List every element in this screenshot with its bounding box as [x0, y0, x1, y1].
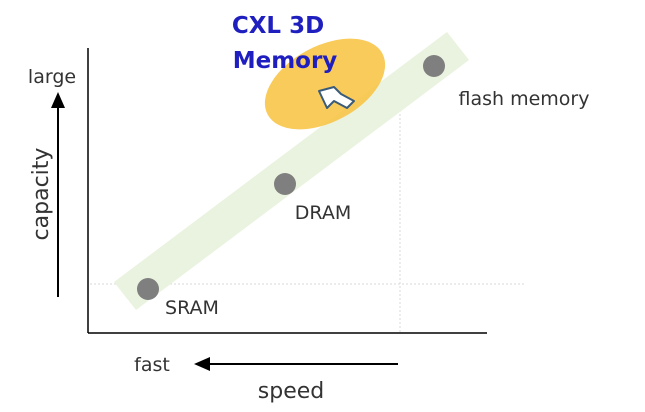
- x-axis-label: speed: [258, 379, 324, 404]
- cxl-highlight-ellipse: [264, 38, 386, 130]
- x-axis-end-label: fast: [134, 354, 170, 376]
- x-direction-arrow-head: [194, 357, 210, 371]
- dram-label: DRAM: [295, 202, 351, 224]
- sram-label: SRAM: [165, 297, 219, 319]
- y-direction-arrow-head: [51, 92, 65, 108]
- dram-node: [274, 173, 296, 195]
- sram-node: [137, 278, 159, 300]
- y-axis-label: capacity: [29, 148, 54, 241]
- trend-band: [114, 32, 469, 310]
- cxl-title-line2: Memory: [233, 48, 338, 74]
- flash-memory-label: flash memory: [459, 88, 590, 110]
- flash-memory-node: [423, 55, 445, 77]
- upgrade-arrow-icon: [318, 86, 355, 109]
- cxl-title-line1: CXL 3D: [232, 13, 324, 39]
- y-axis-end-label: large: [28, 66, 76, 88]
